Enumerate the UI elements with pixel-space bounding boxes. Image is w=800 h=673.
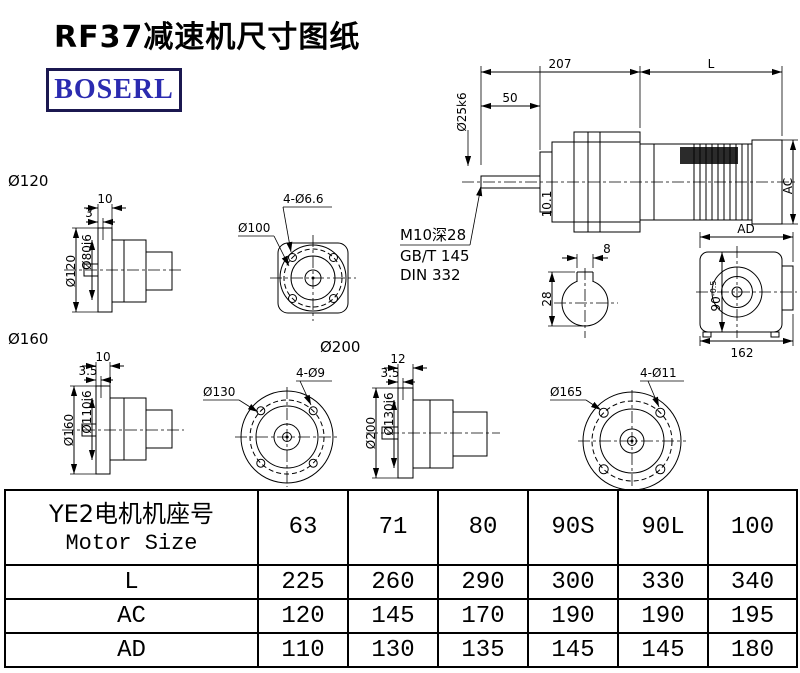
flange-120-bolt-circle-label: Ø100 [238,221,270,235]
dim-90-label: 90-0.5 [709,281,723,312]
value-AD-90l: 145 [617,632,709,668]
flange-120-od-label: Ø120 [64,255,78,287]
value-L-63: 225 [257,564,349,600]
value-AC-71: 145 [347,598,439,634]
flange-200-thickness-label: 12 [390,352,405,366]
flange-160-front-view: Ø130 4-Ø9 [203,366,339,487]
flange-160-holes-label: 4-Ø9 [296,366,325,380]
motor-size-label-en: Motor Size [65,530,198,556]
flange-120-spigot-label: Ø80j6 [80,234,94,270]
flange-200-spigot-label: Ø130j6 [382,392,396,435]
row-label-L: L [4,564,259,600]
row-label-AC: AC [4,598,259,634]
value-AD-63: 110 [257,632,349,668]
flange-160-side-view: Ø160 10 3.5 Ø160 Ø110j6 [8,330,184,475]
flange-120-title: Ø120 [8,172,48,190]
dim-207-label: 207 [549,57,572,71]
value-AD-100: 180 [707,632,798,668]
table-header-row: YE2电机机座号 Motor Size 63 71 80 90S 90L 100 [4,489,798,566]
motor-size-71: 71 [347,489,439,566]
brand-logo-box: BOSERL [46,68,182,112]
dim-key-height-label: 28 [540,291,554,306]
value-AC-80: 170 [437,598,529,634]
dim-162-label: 162 [731,346,754,360]
motor-size-90l: 90L [617,489,709,566]
flange-160-spigot-depth-label: 3.5 [78,364,97,378]
value-L-90l: 330 [617,564,709,600]
value-L-100: 340 [707,564,798,600]
header-label-cell: YE2电机机座号 Motor Size [4,489,259,566]
flange-120-front-view: 4-Ø6.6 Ø100 [238,192,356,321]
table-row-AC: AC 120 145 170 190 190 195 [4,598,798,634]
page-title: RF37减速机尺寸图纸 [54,20,361,55]
value-AC-90s: 190 [527,598,619,634]
value-AC-100: 195 [707,598,798,634]
dim-AC-label: AC [781,178,795,194]
value-AC-63: 120 [257,598,349,634]
flange-200-od-label: Ø200 [364,417,378,449]
dim-AD-label: AD [737,222,754,236]
value-L-90s: 300 [527,564,619,600]
main-assembly-view: 207 L 50 Ø25k6 AC 10 [400,57,798,284]
thread-standard-din-label: DIN 332 [400,266,461,284]
flange-160-title: Ø160 [8,330,48,348]
flange-160-bolt-circle-label: Ø130 [203,385,235,399]
motor-size-100: 100 [707,489,798,566]
flange-120-spigot-depth-label: 3 [85,206,93,220]
dimension-drawing: 207 L 50 Ø25k6 AC 10 [8,57,798,490]
value-AD-90s: 145 [527,632,619,668]
motor-size-63: 63 [257,489,349,566]
shaft-diameter-label: Ø25k6 [455,92,469,131]
thread-standard-gb-label: GB/T 145 [400,247,470,265]
flange-120-thickness-label: 10 [97,192,112,206]
value-AD-80: 135 [437,632,529,668]
shaft-keyway-section-view: 8 28 [540,242,618,338]
dim-key-width-label: 8 [603,242,611,256]
motor-size-table: YE2电机机座号 Motor Size 63 71 80 90S 90L 100… [4,489,798,668]
flange-160-thickness-label: 10 [95,350,110,364]
motor-size-90s: 90S [527,489,619,566]
flange-120-side-view: Ø120 10 3 Ø120 Ø80j6 [8,172,184,313]
motor-size-label-cn: YE2电机机座号 [48,499,215,528]
flange-120-holes-label: 4-Ø6.6 [283,192,324,206]
brand-logo-text: BOSERL [54,74,174,105]
flange-200-bolt-circle-label: Ø165 [550,385,582,399]
value-L-80: 290 [437,564,529,600]
row-label-AD: AD [4,632,259,668]
motor-terminal-box [680,147,738,164]
thread-note-label: M10深28 [400,226,466,244]
value-AC-90l: 190 [617,598,709,634]
dim-50-label: 50 [502,91,517,105]
motor-size-80: 80 [437,489,529,566]
flange-200-spigot-depth-label: 3.5 [380,366,399,380]
flange-200-holes-label: 4-Ø11 [640,366,677,380]
flange-160-spigot-label: Ø110j6 [80,390,94,433]
value-AD-71: 130 [347,632,439,668]
flange-200-title: Ø200 [320,338,360,356]
rear-view: AD 90-0.5 162 [696,222,797,360]
table-row-L: L 225 260 290 300 330 340 [4,564,798,600]
dim-shoulder-label: 10.1 [540,191,554,218]
table-row-AD: AD 110 130 135 145 145 180 [4,632,798,668]
flange-200-side-view: Ø200 12 3.5 Ø200 Ø130j6 [320,338,500,479]
flange-160-od-label: Ø160 [62,414,76,446]
value-L-71: 260 [347,564,439,600]
dim-L-label: L [708,57,715,71]
flange-200-front-view: Ø165 4-Ø11 [550,366,686,490]
